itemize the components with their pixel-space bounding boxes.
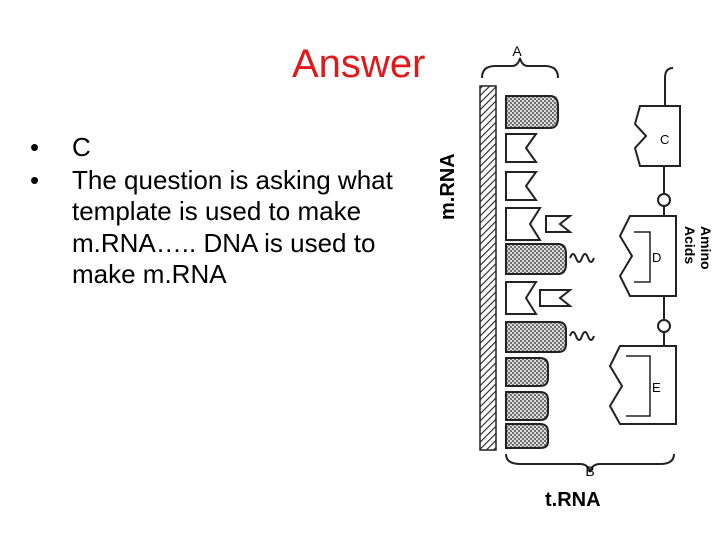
slide-title: Answer	[292, 42, 426, 86]
trna-label: t.RNA	[545, 489, 601, 511]
bullet-dot: •	[30, 165, 40, 196]
letter-b: B	[585, 463, 594, 476]
bullet-item: • The question is asking what template i…	[30, 165, 410, 290]
brace-a	[481, 57, 559, 79]
translation-diagram: A C D E B	[479, 43, 681, 476]
bullet-dot: •	[30, 132, 40, 162]
letter-d: D	[652, 250, 661, 265]
brace-b	[505, 453, 675, 473]
bullet-text: The question is asking what template is …	[72, 165, 393, 289]
bullet-text: C	[72, 132, 91, 162]
letter-e: E	[652, 380, 661, 395]
letter-a: A	[512, 43, 522, 59]
mrna-strand	[479, 85, 497, 451]
letter-c: C	[660, 132, 669, 147]
bullet-item: • C	[30, 132, 410, 163]
bullet-list: • C • The question is asking what templa…	[30, 132, 410, 292]
